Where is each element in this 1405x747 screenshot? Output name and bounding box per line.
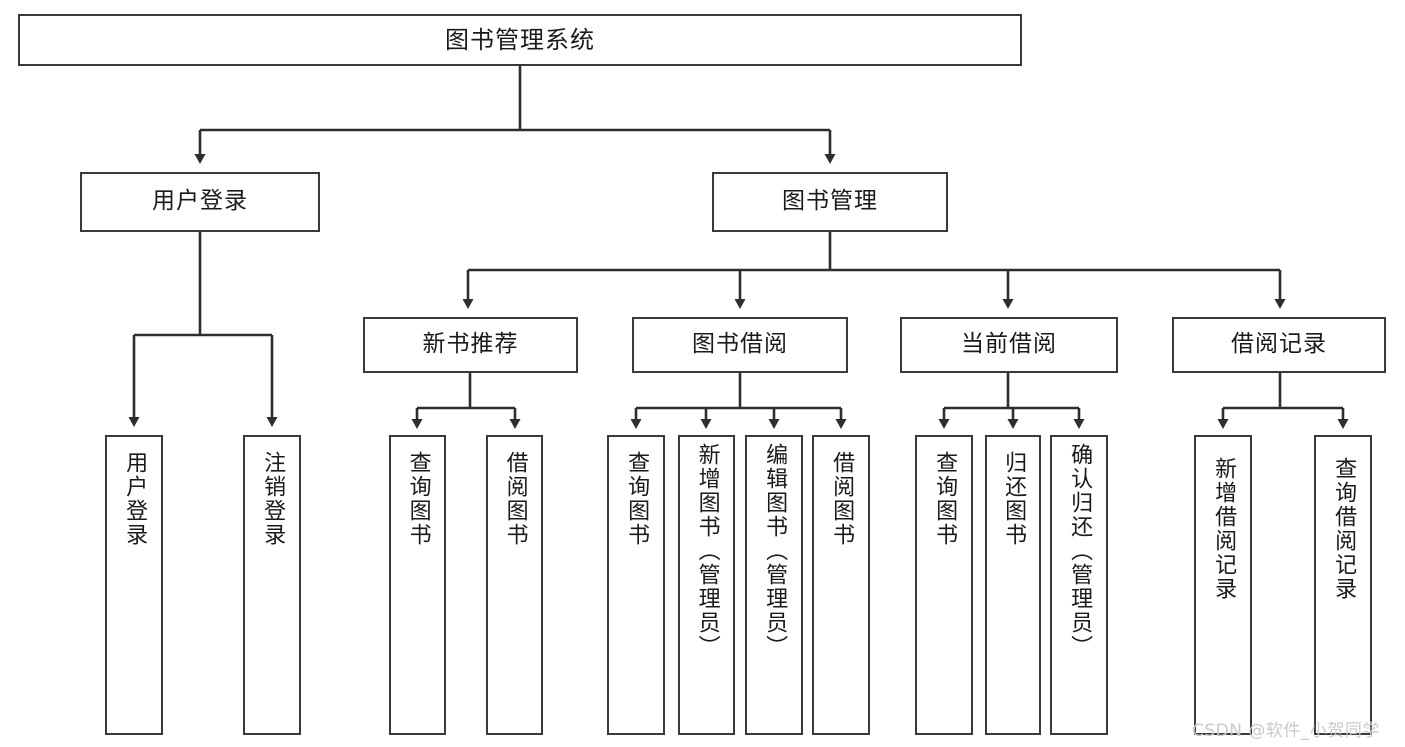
node-leaf-logout[interactable]: 注销登录 <box>243 435 301 735</box>
node-label: 当前借阅 <box>961 331 1057 358</box>
node-label: 归还图书 <box>1001 451 1027 547</box>
node-label: 注销登录 <box>260 451 286 547</box>
node-leaf-edit-book[interactable]: 编辑图书（管理员） <box>745 435 803 735</box>
node-leaf-query-book-3[interactable]: 查询图书 <box>915 435 973 735</box>
node-leaf-borrow-book-2[interactable]: 借阅图书 <box>812 435 870 735</box>
csdn-watermark: CSDN @软件_小贺同学 <box>1192 721 1380 741</box>
node-leaf-add-record[interactable]: 新增借阅记录 <box>1194 435 1252 735</box>
node-current-borrow[interactable]: 当前借阅 <box>900 317 1118 373</box>
node-label: 借阅图书 <box>502 451 528 547</box>
node-label: 确认归还（管理员） <box>1067 443 1093 659</box>
node-label: 借阅记录 <box>1231 331 1327 358</box>
node-leaf-query-book-2[interactable]: 查询图书 <box>607 435 665 735</box>
node-user-login[interactable]: 用户登录 <box>80 172 320 232</box>
node-label: 查询借阅记录 <box>1331 457 1357 601</box>
node-book-borrow[interactable]: 图书借阅 <box>632 317 848 373</box>
node-label: 图书管理 <box>782 188 878 215</box>
node-label: 图书管理系统 <box>445 25 595 54</box>
node-leaf-user-login[interactable]: 用户登录 <box>105 435 163 735</box>
node-leaf-add-book[interactable]: 新增图书（管理员） <box>678 435 735 735</box>
node-label: 用户登录 <box>122 451 148 547</box>
node-label: 借阅图书 <box>829 451 855 547</box>
node-label: 图书借阅 <box>692 331 788 358</box>
node-new-book-recommend[interactable]: 新书推荐 <box>363 317 578 373</box>
node-label: 编辑图书（管理员） <box>762 443 788 659</box>
node-leaf-confirm-return[interactable]: 确认归还（管理员） <box>1050 435 1108 735</box>
node-label: 新书推荐 <box>422 331 519 358</box>
node-label: 新增借阅记录 <box>1211 457 1237 601</box>
node-book-manage[interactable]: 图书管理 <box>712 172 948 232</box>
node-label: 用户登录 <box>152 188 248 215</box>
node-leaf-borrow-book-1[interactable]: 借阅图书 <box>486 435 543 735</box>
node-label: 查询图书 <box>405 451 431 547</box>
node-label: 查询图书 <box>932 451 958 547</box>
node-root-system[interactable]: 图书管理系统 <box>18 14 1022 66</box>
node-leaf-query-record[interactable]: 查询借阅记录 <box>1314 435 1372 735</box>
node-label: 新增图书（管理员） <box>694 443 720 659</box>
node-borrow-record[interactable]: 借阅记录 <box>1172 317 1386 373</box>
node-leaf-return-book[interactable]: 归还图书 <box>985 435 1041 735</box>
node-leaf-query-book-1[interactable]: 查询图书 <box>389 435 446 735</box>
node-label: 查询图书 <box>624 451 650 547</box>
